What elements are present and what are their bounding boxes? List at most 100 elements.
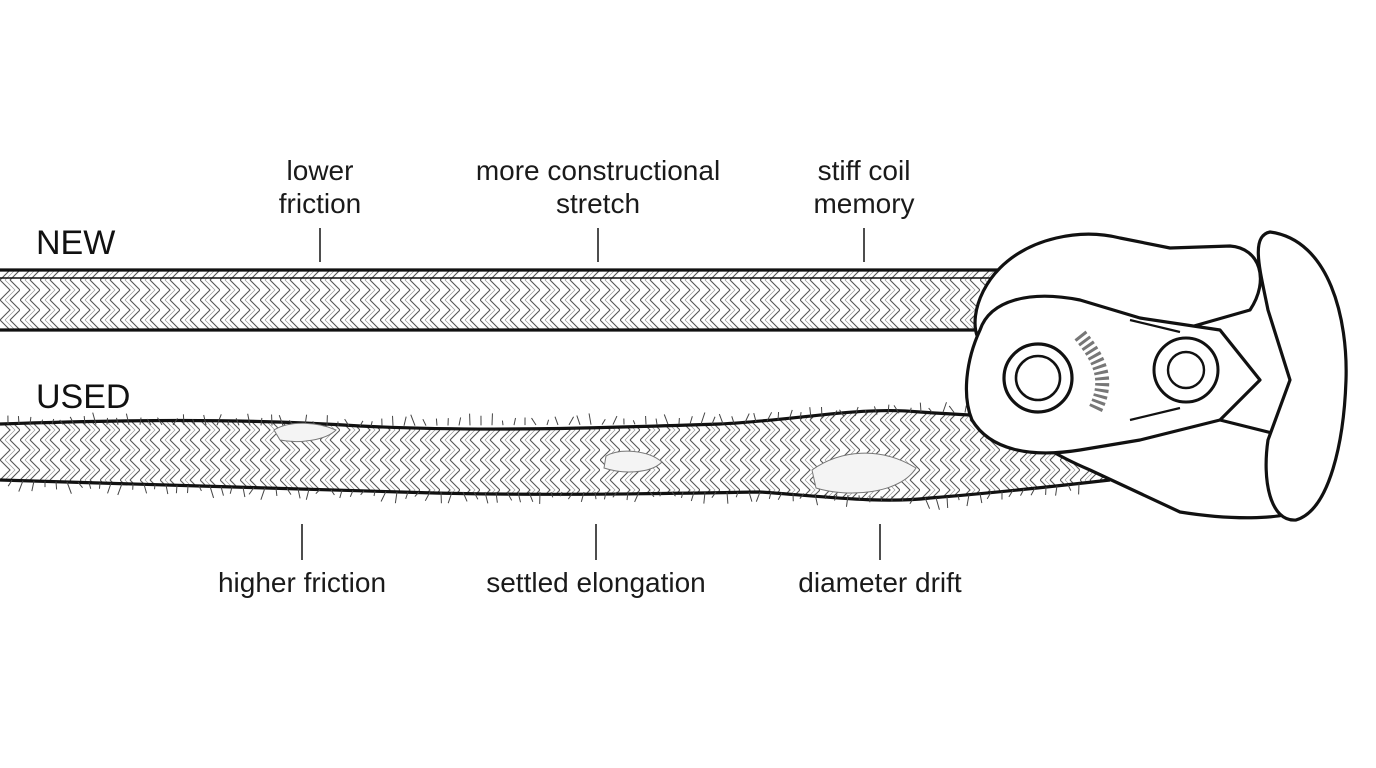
fiber-strand bbox=[1055, 485, 1058, 496]
fiber-strand bbox=[594, 491, 597, 500]
fiber-strand bbox=[550, 491, 554, 498]
fiber-strand bbox=[330, 489, 335, 496]
fiber-strand bbox=[297, 488, 301, 499]
fiber-strand bbox=[31, 480, 35, 492]
fiber-strand bbox=[766, 412, 773, 422]
fiber-strand bbox=[286, 488, 292, 495]
fiber-strand bbox=[546, 419, 550, 426]
fiber-strand bbox=[1067, 484, 1072, 491]
fiber-strand bbox=[260, 417, 263, 426]
fiber-strand bbox=[690, 491, 695, 502]
fiber-strand bbox=[873, 406, 878, 415]
used-callouts: higher friction settled elongation diamete… bbox=[218, 524, 962, 598]
fiber-strand bbox=[1008, 489, 1014, 498]
fiber-strand bbox=[405, 491, 409, 500]
fiber-strand bbox=[966, 494, 970, 507]
used-rope bbox=[0, 401, 1111, 510]
fiber-strand bbox=[484, 491, 489, 504]
fiber-strand bbox=[495, 491, 498, 503]
fiber-strand bbox=[777, 492, 783, 500]
fiber-strand bbox=[275, 488, 278, 496]
fiber-strand bbox=[18, 480, 24, 492]
belay-device-icon bbox=[964, 230, 1348, 522]
fiber-strand bbox=[655, 418, 658, 425]
fiber-strand bbox=[893, 405, 900, 414]
fiber-strand bbox=[278, 415, 284, 426]
fiber-strand bbox=[175, 485, 178, 494]
fiber-strand bbox=[172, 418, 178, 426]
fiber-strand bbox=[220, 486, 224, 496]
fiber-strand bbox=[777, 411, 780, 421]
fiber-strand bbox=[528, 491, 534, 502]
fiber-strand bbox=[986, 492, 992, 500]
fiber-strand bbox=[394, 491, 398, 504]
fiber-strand bbox=[69, 416, 75, 425]
fiber-strand bbox=[854, 406, 859, 417]
fiber-strand bbox=[663, 414, 669, 425]
fiber-strand bbox=[107, 483, 112, 494]
fiber-strand bbox=[17, 416, 20, 425]
fiber-strand bbox=[125, 413, 130, 425]
fiber-strand bbox=[919, 402, 922, 413]
fiber-strand bbox=[192, 419, 196, 426]
fiber-strand bbox=[731, 416, 735, 424]
fiber-strand bbox=[601, 418, 606, 425]
fiber-strand bbox=[957, 495, 960, 501]
fiber-strand bbox=[83, 416, 86, 425]
fiber-strand bbox=[909, 497, 915, 505]
fiber-strand bbox=[711, 491, 717, 498]
fiber-strand bbox=[506, 491, 513, 501]
fiber-strand bbox=[139, 417, 142, 425]
fiber-strand bbox=[339, 490, 343, 499]
fiber-strand bbox=[1020, 488, 1025, 496]
fiber-strand bbox=[554, 416, 559, 426]
fiber-strand bbox=[680, 491, 684, 498]
fiber-strand bbox=[143, 484, 148, 494]
fiber-strand bbox=[473, 491, 479, 500]
fiber-strand bbox=[349, 490, 354, 498]
fiber-strand bbox=[370, 421, 373, 427]
frayed-fibers bbox=[7, 401, 1080, 510]
fiber-strand bbox=[626, 491, 629, 501]
abrasion-patch-icon bbox=[273, 422, 337, 443]
fiber-strand bbox=[834, 494, 838, 501]
fiber-strand bbox=[373, 491, 376, 497]
fiber-strand bbox=[29, 416, 32, 425]
fiber-strand bbox=[580, 491, 585, 503]
fiber-strand bbox=[809, 407, 812, 419]
fiber-strand bbox=[703, 491, 706, 504]
fiber-strand bbox=[700, 412, 706, 425]
fiber-strand bbox=[924, 497, 931, 509]
fiber-strand bbox=[748, 491, 753, 502]
fiber-strand bbox=[671, 491, 676, 497]
fiber-strand bbox=[447, 491, 453, 504]
fiber-strand bbox=[501, 420, 504, 426]
fiber-strand bbox=[531, 417, 537, 426]
fiber-strand bbox=[880, 496, 883, 502]
fiber-strand bbox=[845, 494, 849, 507]
fiber-strand bbox=[359, 420, 364, 427]
used-callout-2: settled elongation bbox=[486, 567, 706, 598]
fiber-strand bbox=[198, 485, 202, 492]
fiber-strand bbox=[458, 417, 462, 426]
used-callout-1: higher friction bbox=[218, 567, 386, 598]
fiber-strand bbox=[424, 491, 431, 502]
fiber-strand bbox=[235, 417, 240, 426]
fiber-strand bbox=[88, 482, 92, 489]
fiber-strand bbox=[612, 415, 618, 425]
fiber-strand bbox=[410, 414, 416, 426]
fiber-strand bbox=[711, 416, 716, 425]
fiber-strand bbox=[462, 491, 468, 502]
fiber-strand bbox=[117, 483, 123, 496]
fiber-strand bbox=[55, 481, 58, 490]
fiber-strand bbox=[242, 487, 246, 498]
fiber-strand bbox=[182, 414, 185, 426]
used-callout-3: diameter drift bbox=[798, 567, 962, 598]
fiber-strand bbox=[92, 412, 97, 425]
fiber-strand bbox=[576, 415, 581, 425]
fiber-strand bbox=[820, 406, 823, 418]
fiber-strand bbox=[209, 486, 215, 499]
fiber-strand bbox=[567, 491, 574, 500]
